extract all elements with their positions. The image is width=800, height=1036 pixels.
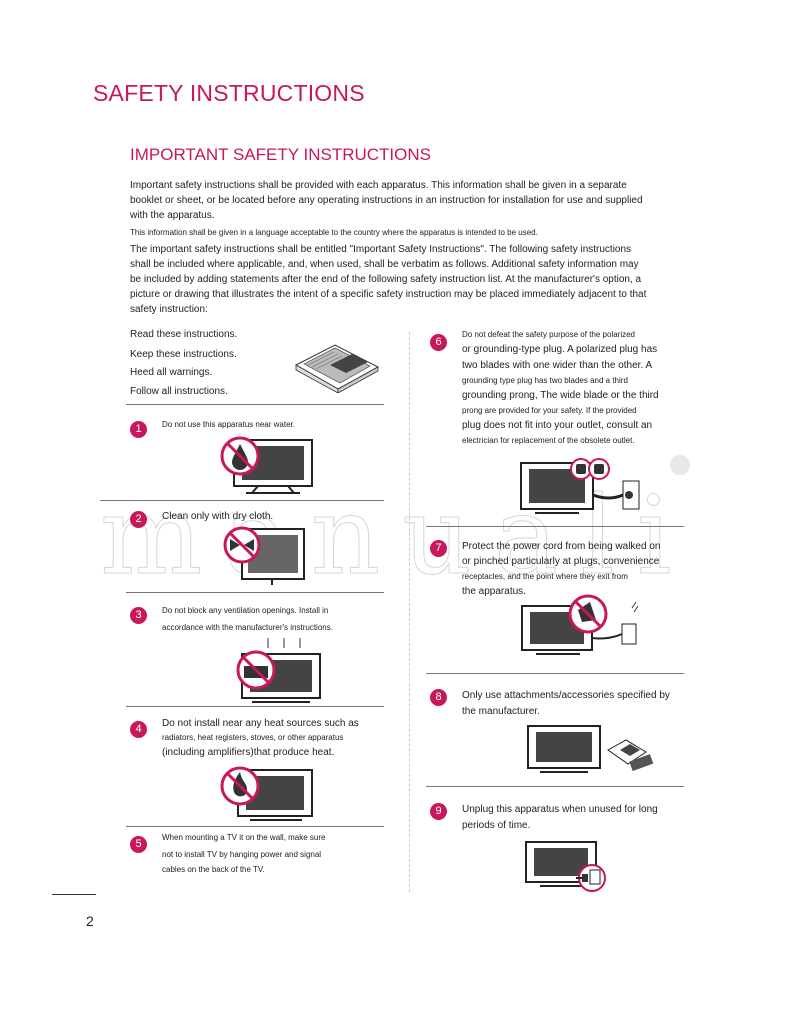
page-number-rule [52, 894, 96, 895]
item-text-7-line4: the apparatus. [462, 586, 526, 597]
item-text-4c: (including amplifiers)that produce heat. [162, 747, 335, 758]
item-text-6-line1: Do not defeat the safety purpose of the … [462, 330, 636, 339]
item-text-1: Do not use this apparatus near water. [162, 420, 295, 429]
item-text-6-line5: grounding prong, The wide blade or the t… [462, 390, 659, 401]
item-text-9-line2: periods of time. [462, 820, 531, 831]
item-text-6-line8: electrician for replacement of the obsol… [462, 436, 635, 445]
item-text-6-line4: grounding type plug has two blades and a… [462, 376, 628, 385]
page-title: SAFETY INSTRUCTIONS [93, 80, 365, 106]
item-text-7-line1: Protect the power cord from being walked… [462, 541, 661, 552]
tv-plug-illustration [520, 458, 640, 514]
tv-heat-illustration [220, 766, 313, 821]
item-badge-6: 6 [430, 334, 447, 351]
item-text-4a: Do not install near any heat sources suc… [162, 718, 359, 729]
basic-heed: Heed all warnings. [130, 367, 213, 378]
tv-unplug-illustration [525, 841, 606, 892]
item-text-5b: not to install TV by hanging power and s… [162, 850, 322, 859]
item-text-7-line2: or pinched particularly at plugs, conven… [462, 556, 660, 567]
item-badge-4: 4 [130, 721, 147, 738]
item-text-4b: radiators, heat registers, stoves, or ot… [162, 733, 344, 742]
item-text-5c: cables on the back of the TV. [162, 865, 265, 874]
basic-follow: Follow all instructions. [130, 386, 228, 397]
item-text-6-line3: two blades with one wider than the other… [462, 360, 653, 371]
intro-paragraph-3: The important safety instructions shall … [130, 244, 647, 315]
divider [426, 673, 684, 674]
item-badge-1: 1 [130, 421, 147, 438]
item-text-6-line7: plug does not fit into your outlet, cons… [462, 420, 653, 431]
divider [426, 526, 684, 527]
watermark-dot [670, 455, 690, 475]
intro-paragraph-2: This information shall be given in a lan… [130, 228, 538, 237]
basic-read: Read these instructions. [130, 329, 238, 340]
item-badge-9: 9 [430, 803, 447, 820]
item-badge-5: 5 [130, 836, 147, 853]
divider [126, 404, 384, 405]
tv-water-illustration [220, 436, 313, 494]
column-divider [409, 332, 410, 892]
item-text-3a: Do not block any ventilation openings. I… [162, 606, 329, 615]
item-text-9-line1: Unplug this apparatus when unused for lo… [462, 804, 658, 815]
item-badge-2: 2 [130, 511, 147, 528]
item-badge-8: 8 [430, 689, 447, 706]
intro-paragraph-1: Important safety instructions shall be p… [130, 180, 643, 221]
tv-cord-illustration [521, 594, 639, 655]
item-text-8-line2: the manufacturer. [462, 706, 540, 717]
item-text-6-line2: or grounding-type plug. A polarized plug… [462, 344, 658, 355]
item-badge-7: 7 [430, 540, 447, 557]
item-text-7-line3: receptacles, and the point where they ex… [462, 572, 628, 581]
item-text-6-line6: prong are provided for your safety. If t… [462, 406, 637, 415]
item-text-3b: accordance with the manufacturer's instr… [162, 623, 333, 632]
page-number: 2 [86, 913, 94, 929]
item-text-5a: When mounting a TV it on the wall, make … [162, 833, 326, 842]
item-badge-3: 3 [130, 607, 147, 624]
item-text-2: Clean only with dry cloth. [162, 511, 274, 522]
tv-cleaning-illustration [223, 526, 305, 585]
tv-accessories-illustration [527, 725, 654, 773]
item-text-8-line1: Only use attachments/accessories specifi… [462, 690, 670, 701]
section-title: IMPORTANT SAFETY INSTRUCTIONS [130, 145, 431, 164]
divider [126, 826, 384, 827]
divider [426, 786, 684, 787]
manual-book-illustration [294, 344, 380, 393]
divider [126, 706, 384, 707]
basic-keep: Keep these instructions. [130, 349, 237, 360]
divider [126, 592, 384, 593]
divider [100, 500, 384, 501]
tv-ventilation-illustration [236, 638, 321, 703]
